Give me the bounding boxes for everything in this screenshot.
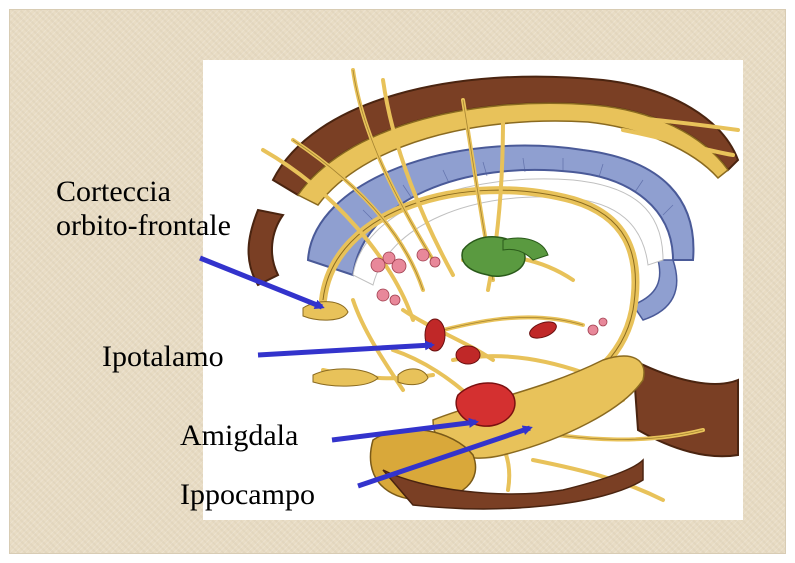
label-corteccia-line2: orbito-frontale	[56, 211, 231, 241]
hypothalamus-nucleus-1	[425, 319, 445, 351]
label-ipotalamo: Ipotalamo	[102, 342, 224, 372]
cortex-rim-left	[249, 210, 283, 285]
label-amigdala: Amigdala	[180, 421, 298, 451]
hypothalamus-nucleus-3	[527, 319, 558, 342]
hypothalamus-nucleus-2	[456, 346, 480, 364]
label-ippocampo: Ippocampo	[180, 480, 315, 510]
cortex-rim-right	[633, 360, 738, 456]
ventricle-tail	[633, 260, 677, 320]
amygdala	[456, 383, 515, 426]
olfactory-bulb	[303, 302, 348, 320]
label-corteccia-line1: Corteccia	[56, 177, 171, 207]
